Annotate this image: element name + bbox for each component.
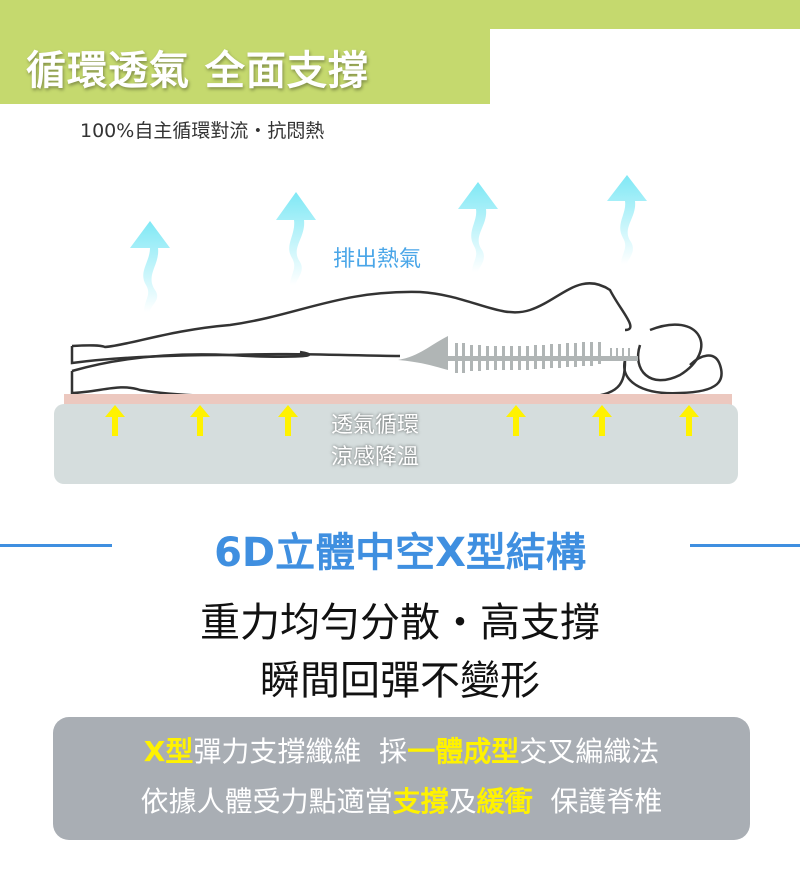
highlight-text: 一體成型 bbox=[407, 735, 520, 768]
feature-headline: 6D立體中空X型結構 bbox=[214, 530, 586, 576]
info-row-2: 依據人體受力點適當支撐及緩衝 保護脊椎 bbox=[53, 777, 750, 827]
airflow-arrows bbox=[105, 405, 699, 436]
feature-line-2: 瞬間回彈不變形 bbox=[260, 658, 540, 704]
info-box: X型彈力支撐纖維 採一體成型交叉編織法 依據人體受力點適當支撐及緩衝 保護脊椎 bbox=[53, 717, 750, 840]
sleeping-body-illustration bbox=[70, 175, 723, 402]
mattress-label-line2: 涼感降溫 bbox=[331, 445, 420, 470]
info-text: 交叉編織法 bbox=[519, 735, 660, 768]
right-divider bbox=[690, 544, 800, 547]
mattress-base bbox=[54, 404, 738, 484]
highlight-text: 支撐 bbox=[392, 785, 449, 818]
info-text: 及 bbox=[448, 785, 477, 818]
heat-exhaust-label: 排出熱氣 bbox=[333, 247, 422, 272]
title-banner: 循環透氣 全面支撐 bbox=[0, 29, 490, 104]
info-text: 彈力支撐纖維 採 bbox=[193, 735, 408, 768]
top-green-band bbox=[0, 0, 800, 29]
wavy-up-arrow-icon bbox=[130, 175, 647, 312]
body-outline bbox=[70, 282, 723, 402]
spine-icon bbox=[398, 336, 638, 373]
page-title: 循環透氣 全面支撐 bbox=[26, 47, 369, 94]
info-text: 依據人體受力點適當 bbox=[140, 785, 393, 818]
up-arrow-icon bbox=[105, 405, 699, 436]
info-row-1: X型彈力支撐纖維 採一體成型交叉編織法 bbox=[53, 727, 750, 777]
info-text: 保護脊椎 bbox=[532, 785, 663, 818]
mattress-comfort-layer bbox=[64, 394, 732, 406]
mattress-label: 透氣循環 涼感降溫 bbox=[331, 410, 419, 474]
highlight-text: 緩衝 bbox=[476, 785, 533, 818]
feature-line-1: 重力均勻分散・高支撐 bbox=[200, 600, 600, 646]
highlight-text: X型 bbox=[143, 735, 194, 768]
subtitle: 100%自主循環對流・抗悶熱 bbox=[80, 120, 325, 142]
left-divider bbox=[0, 544, 112, 547]
mattress-label-line1: 透氣循環 bbox=[331, 413, 420, 438]
